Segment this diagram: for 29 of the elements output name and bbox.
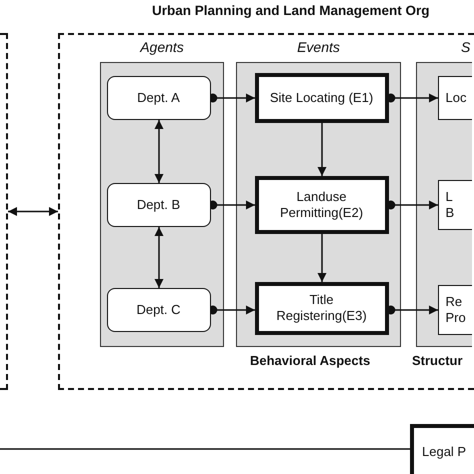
arrow: [8, 207, 58, 216]
structure-box: Loc: [438, 76, 472, 120]
arrow: [208, 200, 255, 210]
column-heading: S: [461, 39, 470, 55]
column-heading: Agents: [138, 39, 185, 55]
arrow: [386, 200, 438, 210]
arrow: [154, 227, 164, 288]
agent-box: Dept. A: [106, 76, 210, 120]
group-caption: Structur: [412, 353, 463, 368]
agent-box: Dept. B: [106, 182, 210, 226]
agent-box: Dept. C: [106, 288, 210, 332]
structure-box: L B: [438, 180, 472, 230]
arrow: [318, 234, 326, 282]
arrow: [386, 306, 438, 314]
event-box: Site Locating (E1): [254, 72, 388, 122]
group-title: Urban Planning and Land Management Org: [152, 3, 430, 18]
connector-line: [0, 448, 410, 450]
arrow: [208, 94, 255, 102]
legal-box: Legal P: [410, 424, 474, 474]
event-box: Landuse Permitting(E2): [254, 176, 388, 234]
structure-box: Re Pro: [438, 284, 472, 334]
column-heading: Events: [296, 39, 341, 55]
group-caption: Behavioral Aspects: [250, 353, 370, 368]
dashed-box: [0, 33, 8, 390]
arrow: [154, 120, 164, 183]
arrow: [386, 94, 438, 102]
arrow: [208, 306, 255, 314]
event-box: Title Registering(E3): [254, 282, 388, 334]
arrow: [318, 123, 326, 176]
